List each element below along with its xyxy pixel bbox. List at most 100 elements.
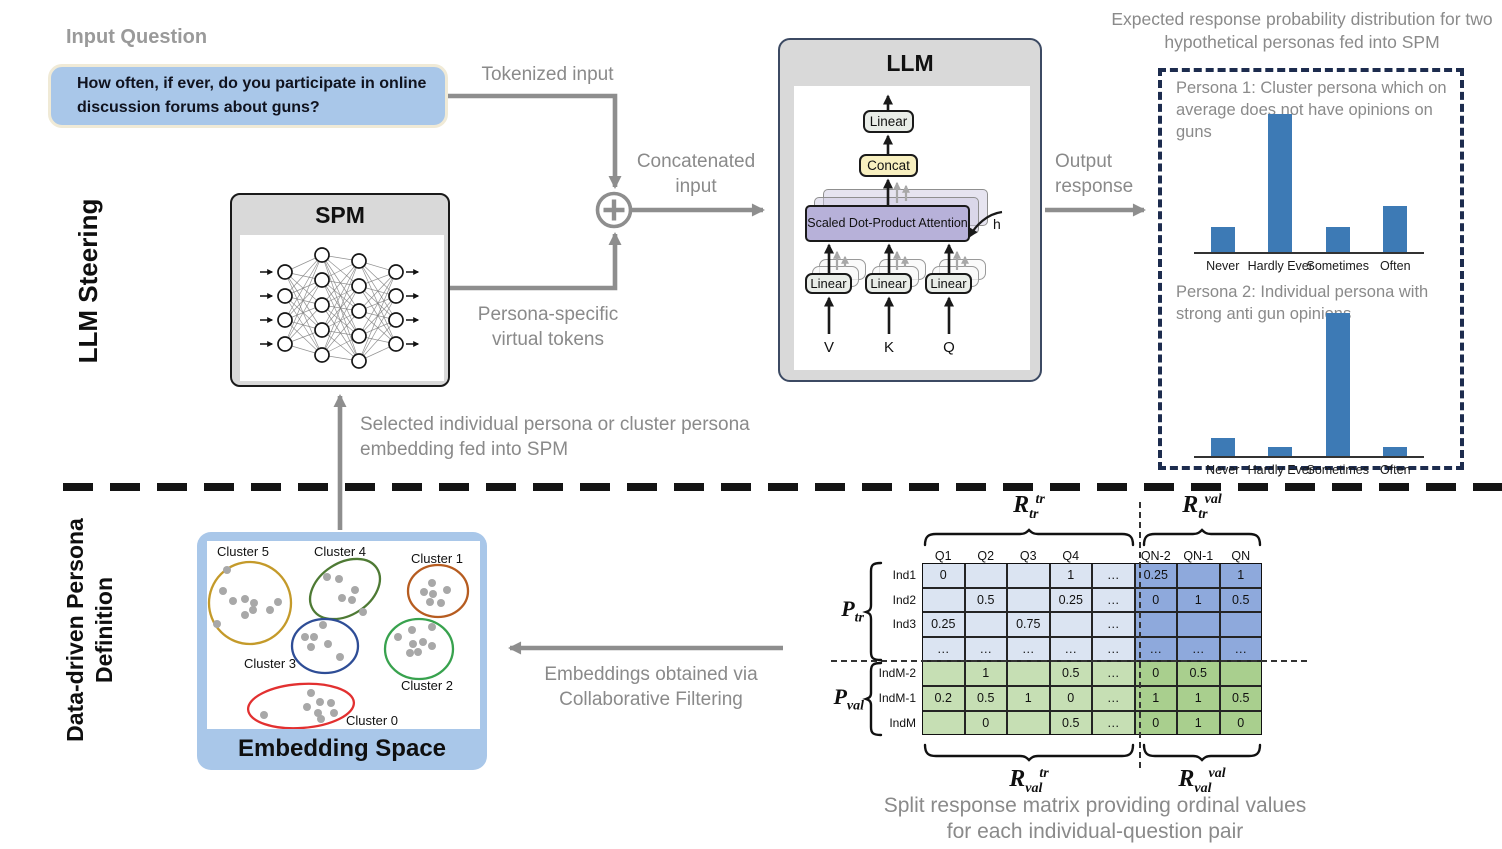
embedding-space-box: Cluster 5 Cluster 4 Cluster 1 Cluster 3 … <box>197 532 487 770</box>
bar-often <box>1383 206 1408 252</box>
matrix-row-label: Ind1 <box>892 568 916 582</box>
matrix-cell: … <box>922 636 965 662</box>
matrix-cell <box>1007 587 1050 613</box>
matrix-cell: … <box>1007 636 1050 662</box>
matrix-col-header: QN-1 <box>1183 549 1214 563</box>
linear-q-box: Linear <box>925 273 972 294</box>
matrix-cell <box>1134 612 1177 637</box>
bar-slot: Sometimes <box>1306 102 1369 273</box>
cluster-2-label: Cluster 2 <box>400 678 454 693</box>
brace-r-val-tr <box>923 743 1135 762</box>
bar-slot: Sometimes <box>1306 306 1369 477</box>
matrix-col-header: Q2 <box>977 549 995 563</box>
matrix-cell: 0 <box>1134 587 1177 613</box>
llm-box: LLM Scaled Dot-Product Attention Concat … <box>778 38 1042 382</box>
cluster-0-label: Cluster 0 <box>345 713 399 728</box>
matrix-cell: … <box>1092 661 1135 686</box>
category-label: Hardly Ever <box>1247 259 1313 273</box>
matrix-col-header: Q4 <box>1062 549 1080 563</box>
bar-never <box>1210 227 1235 252</box>
virtual-tokens-arrow <box>450 232 622 291</box>
matrix-cell: 0.75 <box>1007 612 1050 637</box>
cluster-4-ellipse <box>308 557 382 621</box>
section-label-llm-steering: LLM Steering <box>73 198 103 364</box>
persona1-chart-title: Persona 1: Cluster persona which on aver… <box>1176 79 1447 141</box>
clusters-plot <box>207 557 470 729</box>
tokenized-input-arrow <box>448 93 622 189</box>
category-label: Sometimes <box>1306 463 1370 477</box>
bar-slot: Never <box>1194 306 1252 477</box>
spm-box: SPM <box>230 193 450 387</box>
cluster-5-ellipse <box>207 560 293 646</box>
spm-network-panel <box>240 235 444 381</box>
r-tr-val-label: Rtrval <box>1182 492 1222 522</box>
query-input-label: Q <box>943 339 955 356</box>
llm-title: LLM <box>886 50 934 76</box>
matrix-cell <box>922 661 965 686</box>
matrix-cell: … <box>1177 636 1220 662</box>
concat-plus-icon <box>595 191 633 229</box>
matrix-cell <box>1007 563 1050 588</box>
matrix-cell: 0.25 <box>922 612 965 637</box>
matrix-cell: … <box>1219 636 1262 662</box>
bar-never <box>1210 438 1235 456</box>
cluster-3-ellipse <box>290 617 360 675</box>
matrix-cell <box>1007 710 1050 736</box>
heads-count-label: h <box>993 216 1001 232</box>
tokenized-input-label: Tokenized input <box>481 64 614 85</box>
collaborative-filtering-label: Embeddings obtained via Collaborative Fi… <box>544 664 758 710</box>
section-divider <box>63 483 1502 491</box>
matrix-cell: 0.5 <box>1049 661 1092 686</box>
matrix-caption: Split response matrix providing ordinal … <box>883 794 1307 844</box>
matrix-row-label: IndM-1 <box>878 690 916 705</box>
category-label: Hardly Ever <box>1247 463 1313 477</box>
p-tr-label: Ptr <box>841 596 864 626</box>
matrix-cell: 0.25 <box>1134 563 1177 588</box>
matrix-cell: 0 <box>1049 685 1092 711</box>
top-linear-box: Linear <box>863 110 914 133</box>
matrix-cell: … <box>1092 710 1135 736</box>
matrix-cell <box>1177 563 1220 588</box>
matrix-cell: 0.5 <box>964 685 1007 711</box>
category-label: Sometimes <box>1306 259 1370 273</box>
matrix-cell: 0.5 <box>1049 710 1092 736</box>
matrix-cell <box>922 587 965 613</box>
brace-r-tr-tr <box>923 528 1135 547</box>
matrix-cell: 0.5 <box>1219 685 1262 711</box>
category-label: Often <box>1379 259 1411 273</box>
matrix-cell <box>1007 661 1050 686</box>
cluster-1-label: Cluster 1 <box>410 551 464 566</box>
matrix-cell: 1 <box>1177 587 1220 613</box>
matrix-row-label <box>856 637 922 662</box>
matrix-col-header: QN-2 <box>1140 549 1171 563</box>
bar-hardly-ever <box>1268 447 1293 456</box>
cluster-5-label: Cluster 5 <box>216 544 270 559</box>
matrix-cell: 0.2 <box>922 685 965 711</box>
matrix-cell: 1 <box>1134 685 1177 711</box>
matrix-col-header: QN <box>1231 549 1251 563</box>
scaled-dot-product-attention-box: Scaled Dot-Product Attention <box>805 205 970 242</box>
bar-slot: Hardly Ever <box>1248 306 1313 477</box>
matrix-cell: … <box>1092 587 1135 613</box>
cluster-4-label: Cluster 4 <box>313 544 367 559</box>
r-val-tr-label: Rvaltr <box>1009 766 1049 796</box>
matrix-cell: … <box>1092 612 1135 637</box>
response-distribution-panel: Persona 1: Cluster persona which on aver… <box>1158 68 1464 477</box>
cluster-3-label: Cluster 3 <box>243 656 297 671</box>
matrix-cell: 1 <box>1007 685 1050 711</box>
matrix-row-label: IndM-2 <box>878 666 916 681</box>
bar-slot: Hardly Ever <box>1248 102 1313 273</box>
selected-embedding-label: Selected individual persona or cluster p… <box>360 414 750 460</box>
cluster-0-ellipse <box>246 682 356 729</box>
section-label-persona-definition: Data-driven Persona Definition <box>62 518 117 742</box>
matrix-col-header: Q3 <box>1019 549 1037 563</box>
matrix-cell: … <box>964 636 1007 662</box>
neural-network-icon <box>260 247 420 369</box>
p-val-label: Pval <box>833 684 864 714</box>
train-val-row-split <box>831 660 1307 662</box>
bar-often <box>1383 447 1408 456</box>
embedding-dots <box>213 566 451 723</box>
r-val-val-label: Rvalval <box>1178 766 1226 796</box>
